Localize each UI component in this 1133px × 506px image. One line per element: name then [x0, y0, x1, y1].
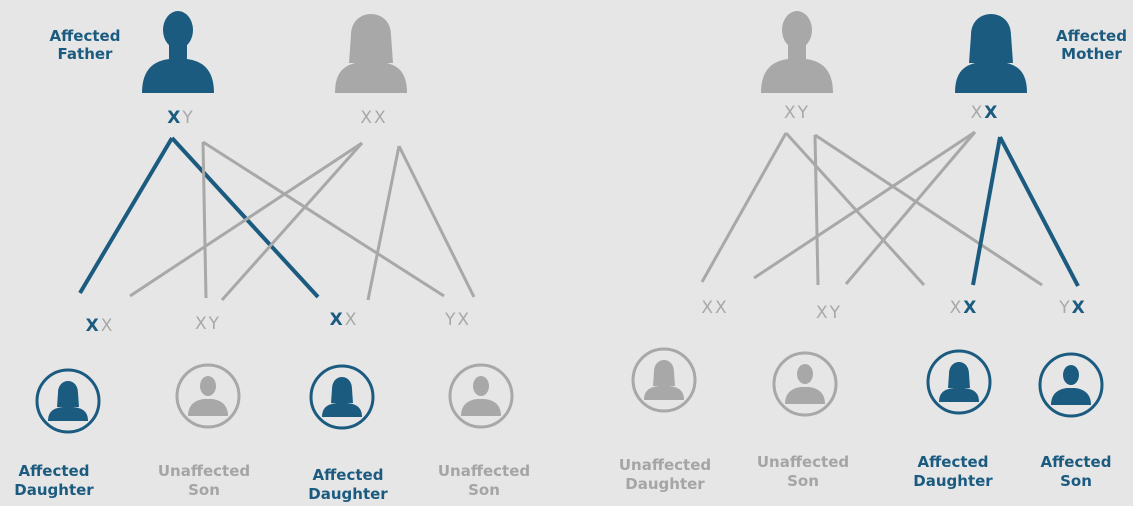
left-mother-genotype: XX: [360, 108, 388, 128]
line-rmother-x2-to-son2: [998, 136, 1080, 287]
right-child1-genotype: XX: [701, 298, 729, 318]
left-child1-genotype: XX: [85, 316, 115, 336]
right-lines: [700, 130, 1080, 287]
line-father-x-to-daughter1: [78, 136, 174, 295]
father-icon: [761, 11, 833, 93]
line-father-y-to-son2: [202, 140, 445, 298]
right-child2-genotype: XY: [815, 303, 843, 323]
son-icon: [1038, 352, 1104, 418]
affected-father-label: Affected Father: [40, 27, 130, 63]
right-child3-genotype: XX: [949, 298, 979, 318]
line-mother-x1-to-daughter1: [129, 141, 363, 298]
line-rfather-y-to-son2: [814, 133, 1043, 287]
left-child4-genotype: YX: [444, 310, 472, 330]
son-icon: [175, 363, 241, 429]
daughter-icon: [631, 347, 697, 413]
mother-icon: [335, 14, 407, 93]
left-father-genotype: XY: [167, 108, 195, 128]
line-rmother-x2-to-daughter2: [971, 136, 1002, 286]
line-father-y-to-son1: [201, 141, 208, 299]
mother-icon: [955, 14, 1027, 93]
daughter-icon: [35, 368, 101, 434]
label-line1: Affected: [1056, 27, 1127, 45]
right-mother-genotype: XX: [970, 103, 1000, 123]
father-icon: [142, 11, 214, 93]
son-icon: [448, 363, 514, 429]
label-line2: Father: [57, 45, 113, 63]
son-icon: [772, 351, 838, 417]
left-child3-genotype: XX: [329, 310, 359, 330]
line-father-x-to-daughter2: [170, 136, 320, 299]
label-line1: Affected: [49, 27, 121, 45]
right-father-genotype: XY: [783, 103, 811, 123]
line-rfather-y-to-son1: [813, 134, 820, 286]
left-lines: [78, 136, 476, 301]
line-rmother-x1-to-daughter1: [753, 130, 976, 280]
right-child4-genotype: YX: [1059, 298, 1087, 318]
affected-mother-label: Affected Mother: [1050, 27, 1133, 63]
line-mother-x2-to-son2: [397, 145, 476, 298]
line-rfather-x-to-daughter1: [700, 132, 788, 283]
daughter-icon: [309, 364, 375, 430]
left-child2-genotype: XY: [194, 314, 222, 334]
line-rfather-x-to-daughter2: [784, 131, 926, 287]
daughter-icon: [926, 349, 992, 415]
label-line2: Mother: [1061, 45, 1122, 63]
line-rmother-x1-to-son1: [844, 131, 977, 285]
line-mother-x1-to-son1: [220, 142, 364, 301]
line-mother-x2-to-daughter2: [366, 145, 401, 301]
